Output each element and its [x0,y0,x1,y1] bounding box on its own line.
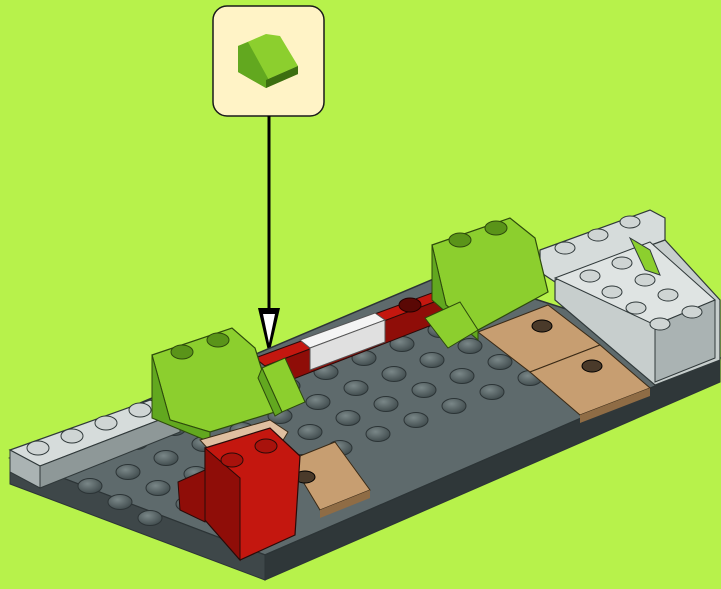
baseplate-stud [442,399,466,414]
baseplate-stud [298,425,322,440]
baseplate-stud [488,355,512,370]
baseplate-stud [412,383,436,398]
baseplate-stud [138,511,162,526]
baseplate-stud [366,427,390,442]
baseplate-stud [146,481,170,496]
baseplate-stud [420,353,444,368]
baseplate-stud [382,367,406,382]
baseplate-stud [108,495,132,510]
baseplate-stud [154,451,178,466]
baseplate-stud [116,465,140,480]
baseplate-stud [306,395,330,410]
baseplate-stud [480,385,504,400]
baseplate-stud [78,479,102,494]
baseplate-stud [374,397,398,412]
baseplate-stud [336,411,360,426]
parts-callout [213,6,324,116]
baseplate-stud [404,413,428,428]
baseplate-stud [450,369,474,384]
baseplate-stud [344,381,368,396]
